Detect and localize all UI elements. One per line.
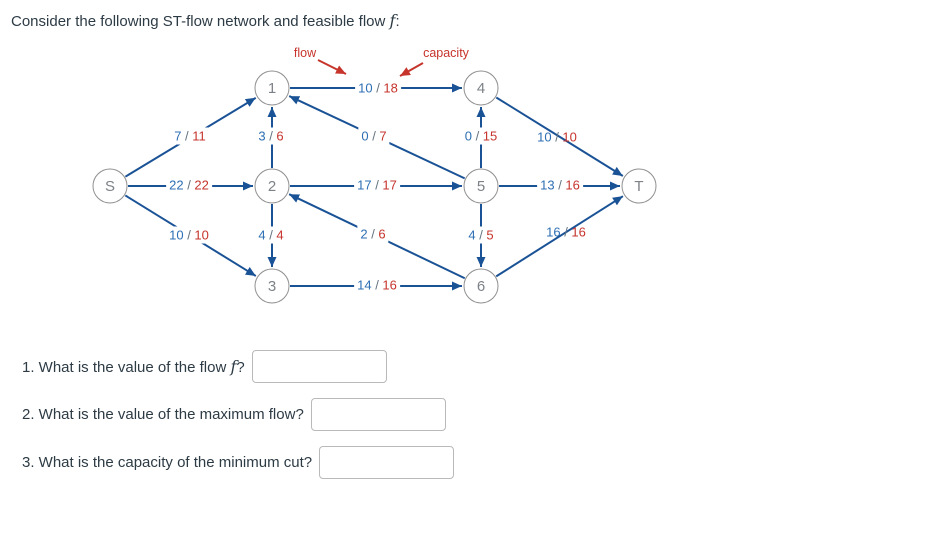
question-3: 3. What is the capacity of the minimum c… <box>22 446 455 479</box>
node-5-label: 5 <box>477 178 485 195</box>
node-6: 6 <box>463 268 499 304</box>
page-title-colon: : <box>395 13 400 30</box>
capacity-annotation-label: capacity <box>423 46 469 60</box>
question-1-text: 1. What is the value of the flow f? <box>22 357 245 376</box>
page-title-text: Consider the following ST-flow network a… <box>11 13 390 30</box>
node-1: 1 <box>254 70 290 106</box>
flow-symbol-f: f <box>389 11 396 30</box>
edge-6-T <box>495 195 624 278</box>
flow-pointer-arrow <box>317 59 347 75</box>
question-1: 1. What is the value of the flow f? <box>22 350 387 383</box>
node-6-label: 6 <box>477 278 485 295</box>
node-3: 3 <box>254 268 290 304</box>
node-S: S <box>92 168 128 204</box>
node-S-label: S <box>105 178 115 195</box>
edge-4-T <box>495 96 624 177</box>
question-2: 2. What is the value of the maximum flow… <box>22 398 446 431</box>
node-3-label: 3 <box>268 278 276 295</box>
node-2-label: 2 <box>268 178 276 195</box>
node-T: T <box>621 168 657 204</box>
node-5: 5 <box>463 168 499 204</box>
question-3-text: 3. What is the capacity of the minimum c… <box>22 454 313 471</box>
question-3-input[interactable] <box>319 446 455 479</box>
question-2-text: 2. What is the value of the maximum flow… <box>22 406 304 423</box>
page-title: Consider the following ST-flow network a… <box>11 11 400 30</box>
question-2-input[interactable] <box>310 398 446 431</box>
node-T-label: T <box>634 178 643 195</box>
question-1-input[interactable] <box>251 350 387 383</box>
node-4: 4 <box>463 70 499 106</box>
node-1-label: 1 <box>268 80 276 97</box>
question-1-f-symbol: f <box>230 357 237 376</box>
flow-annotation-label: flow <box>293 46 317 60</box>
node-2: 2 <box>254 168 290 204</box>
capacity-pointer-arrow <box>399 62 424 77</box>
node-4-label: 4 <box>477 80 485 97</box>
